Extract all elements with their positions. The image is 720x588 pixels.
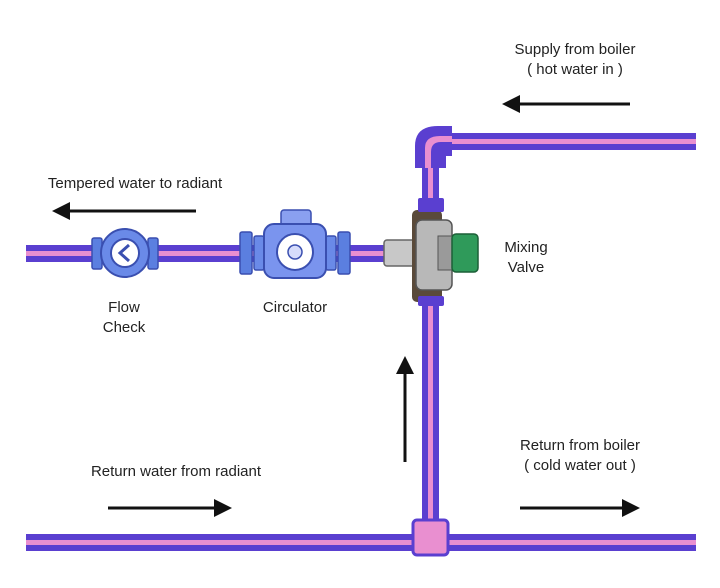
- supply-label-line1: Supply from boiler: [514, 41, 636, 58]
- flow-check-label-line1: Flow: [108, 299, 140, 316]
- supply-label-line2: ( hot water in ): [527, 61, 623, 78]
- circulator-pump: [239, 209, 351, 279]
- arrow-return-right: [108, 499, 232, 517]
- arrow-tempered-left: [52, 202, 196, 220]
- return-boiler-label-line2: ( cold water out ): [524, 457, 636, 474]
- bottom-tee-fitting: [411, 518, 450, 557]
- arrow-supply-left: [502, 95, 630, 113]
- flow-check-label: Flow Check: [92, 298, 156, 338]
- tempered-pipe: [26, 245, 418, 262]
- flow-check-valve: [91, 228, 159, 278]
- supply-elbow: [415, 126, 452, 168]
- return-boiler-label-line1: Return from boiler: [519, 437, 641, 454]
- mixing-valve-label: Mixing Valve: [496, 238, 556, 278]
- arrow-boiler-return-right: [520, 499, 640, 517]
- mixing-valve: [383, 198, 479, 306]
- mixing-label-line1: Mixing: [504, 239, 548, 256]
- flow-check-label-line2: Check: [102, 319, 146, 336]
- mixing-label-line2: Valve: [507, 259, 545, 276]
- arrow-riser-up: [396, 356, 414, 462]
- circulator-label: Circulator: [262, 299, 328, 316]
- supply-label: Supply from boiler ( hot water in ): [490, 40, 660, 80]
- tempered-label: Tempered water to radiant: [47, 175, 223, 192]
- return-boiler-label: Return from boiler ( cold water out ): [500, 436, 660, 476]
- return-radiant-label: Return water from radiant: [90, 463, 262, 480]
- return-riser-pipe: [422, 298, 439, 530]
- supply-pipe: [422, 133, 696, 210]
- bottom-return-pipe: [26, 534, 696, 551]
